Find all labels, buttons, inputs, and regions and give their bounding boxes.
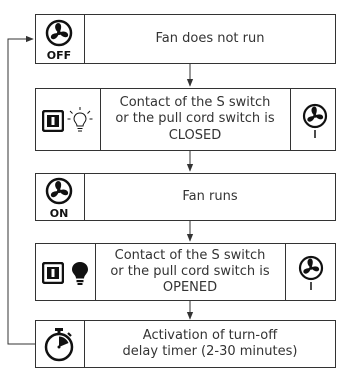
- loop-back-arrow: [7, 35, 35, 345]
- lightbulb-off-icon: [67, 107, 93, 132]
- stopwatch-icon: [44, 328, 74, 362]
- step-switch-opened: Contact of the S switch or the pull cord…: [35, 243, 336, 301]
- fan-on-icon-labeled: ON: [45, 177, 73, 219]
- wall-switch-icon: [42, 110, 64, 132]
- step-3-text: Fan runs: [182, 188, 238, 204]
- fan-off-icon: OFF: [45, 19, 73, 61]
- step-fan-off: OFF Fan does not run: [35, 14, 336, 64]
- step-1-text: Fan does not run: [155, 30, 265, 46]
- fan-on-icon-label: ON: [50, 207, 69, 219]
- step-fan-on: ON Fan runs: [35, 173, 336, 221]
- fan-off-icon-label: OFF: [47, 49, 71, 61]
- step-4-text: Contact of the S switch or the pull cord…: [110, 247, 270, 296]
- wall-switch-icon: [42, 262, 64, 284]
- fan-on-icon: [302, 103, 328, 138]
- step-delay-timer: Activation of turn-off delay timer (2-30…: [35, 320, 336, 368]
- lightbulb-on-icon: [72, 262, 88, 285]
- step-5-text: Activation of turn-off delay timer (2-30…: [122, 327, 298, 359]
- step-2-text: Contact of the S switch or the pull cord…: [115, 95, 275, 143]
- fan-on-icon: [298, 255, 324, 290]
- step-switch-closed: Contact of the S switch or the pull cord…: [35, 88, 336, 151]
